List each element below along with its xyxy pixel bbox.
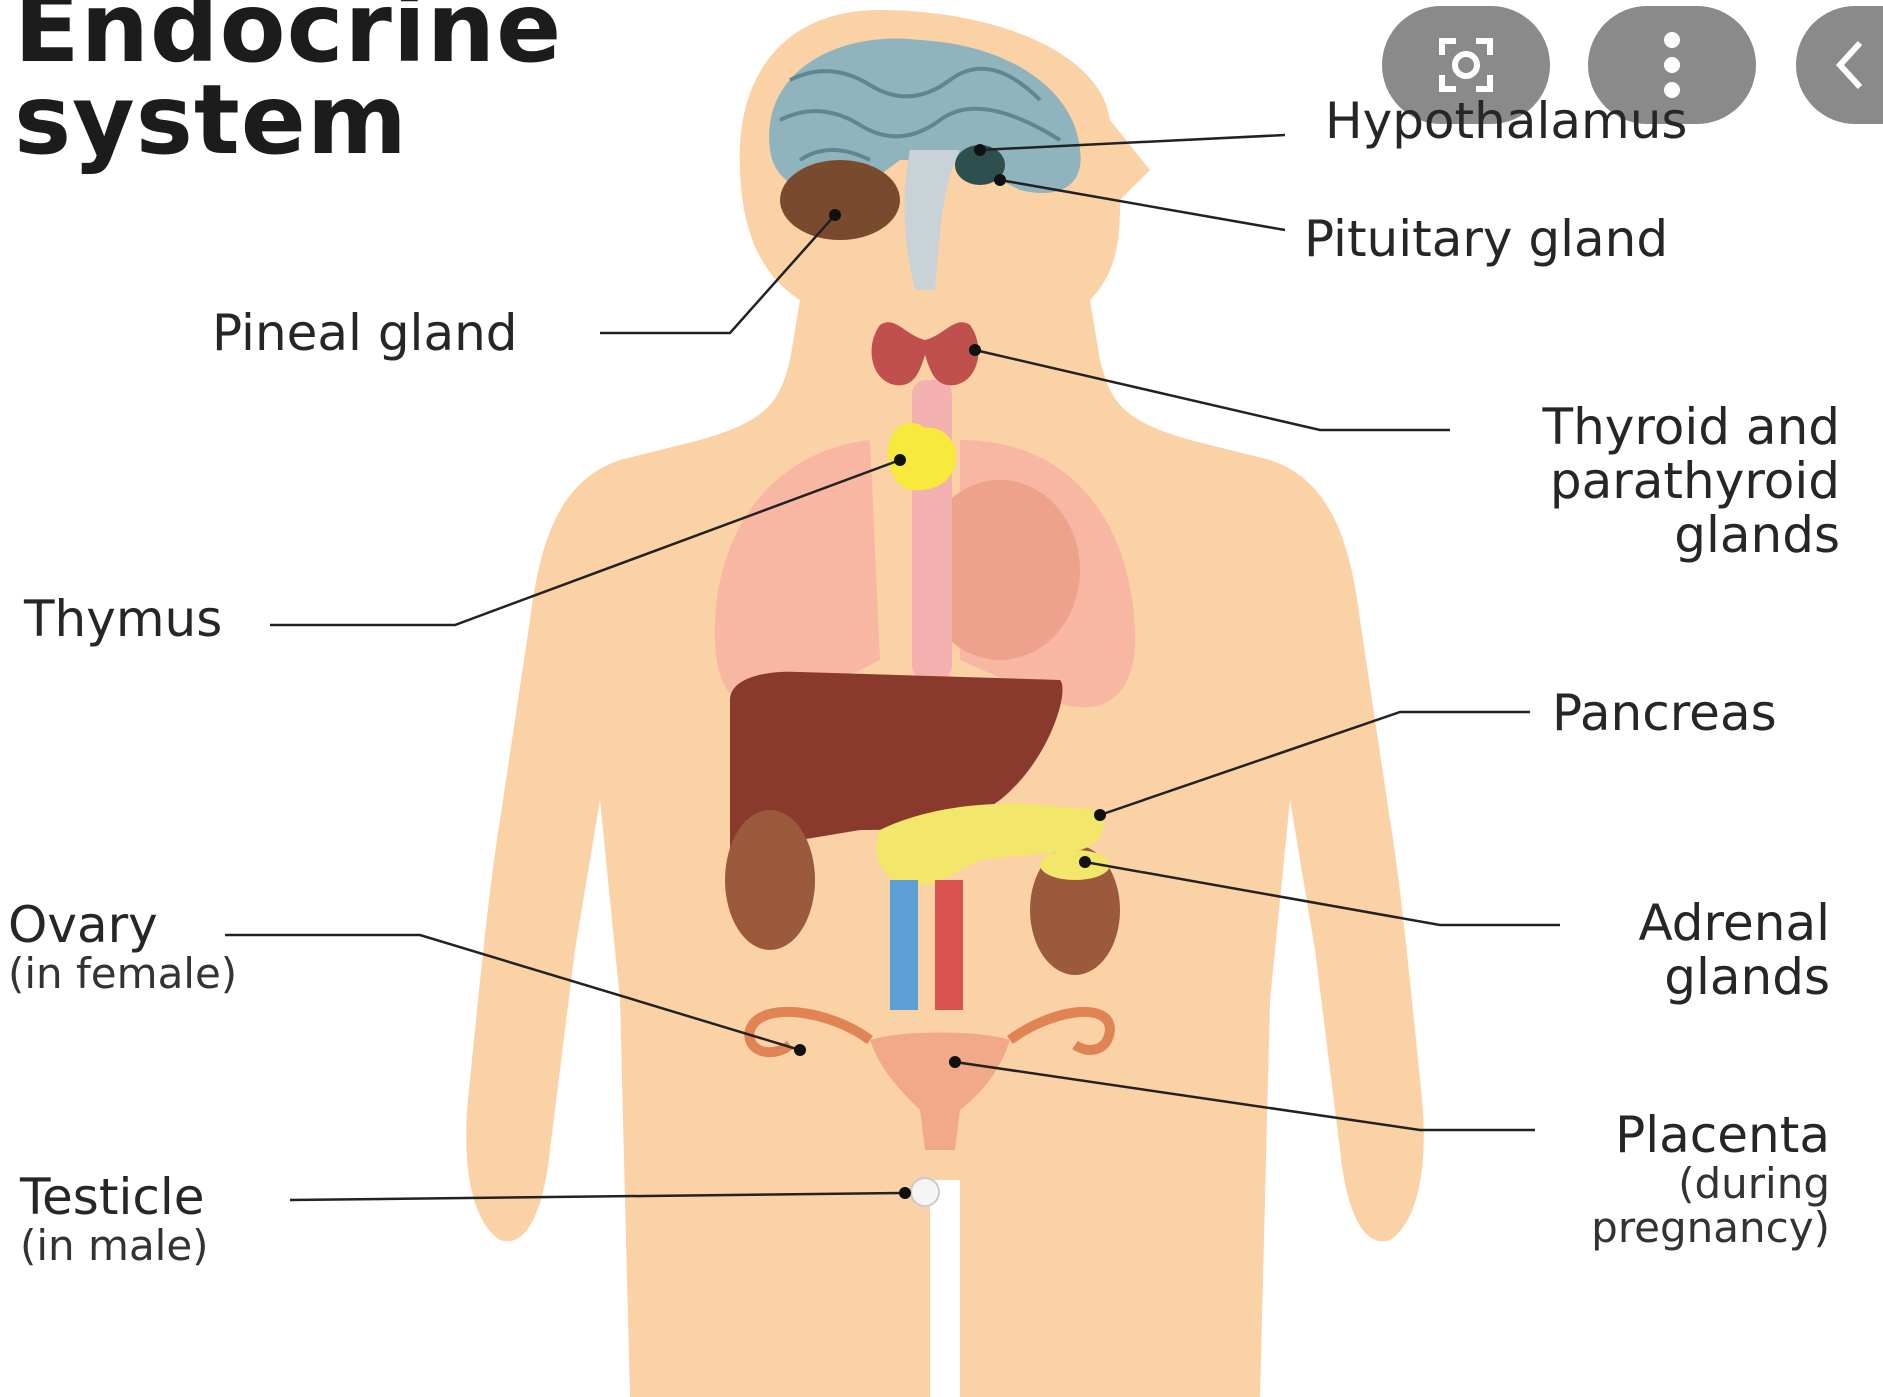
label-pancreas: Pancreas [1552, 686, 1777, 740]
label-testicle: Testicle (in male) [20, 1170, 209, 1268]
label-placenta-main: Placenta [1480, 1108, 1830, 1162]
label-ovary-note: (in female) [8, 952, 237, 996]
label-thyroid-line-2: parathyroid [1440, 454, 1840, 508]
diagram-title: Endocrine system [14, 0, 562, 166]
title-line-1: Endocrine [14, 0, 562, 74]
kidney-left [725, 810, 815, 950]
label-testicle-main: Testicle [20, 1170, 209, 1224]
label-pituitary: Pituitary gland [1304, 212, 1668, 266]
title-line-2: system [14, 74, 562, 166]
label-thymus: Thymus [24, 592, 222, 646]
label-ovary-main: Ovary [8, 898, 237, 952]
label-adrenal: Adrenal glands [1530, 896, 1830, 1004]
leg-gap [930, 1180, 960, 1397]
label-placenta-note-1: (during [1480, 1162, 1830, 1206]
label-hypothalamus: Hypothalamus [1325, 94, 1687, 148]
label-pineal: Pineal gland [212, 306, 518, 360]
testicle-shape [911, 1178, 939, 1206]
label-thyroid-line-1: Thyroid and [1440, 400, 1840, 454]
more-vert-icon [1660, 30, 1684, 100]
label-thyroid: Thyroid and parathyroid glands [1440, 400, 1840, 562]
artery [935, 880, 963, 1010]
label-testicle-note: (in male) [20, 1224, 209, 1268]
label-placenta: Placenta (during pregnancy) [1480, 1108, 1830, 1250]
cerebellum [780, 160, 900, 240]
label-placenta-note-2: pregnancy) [1480, 1206, 1830, 1250]
label-ovary: Ovary (in female) [8, 898, 237, 996]
vein [890, 880, 918, 1010]
label-adrenal-line-2: glands [1530, 950, 1830, 1004]
lens-search-icon [1434, 33, 1498, 97]
chevron-left-icon [1830, 35, 1870, 95]
label-adrenal-line-1: Adrenal [1530, 896, 1830, 950]
label-thyroid-line-3: glands [1440, 508, 1840, 562]
